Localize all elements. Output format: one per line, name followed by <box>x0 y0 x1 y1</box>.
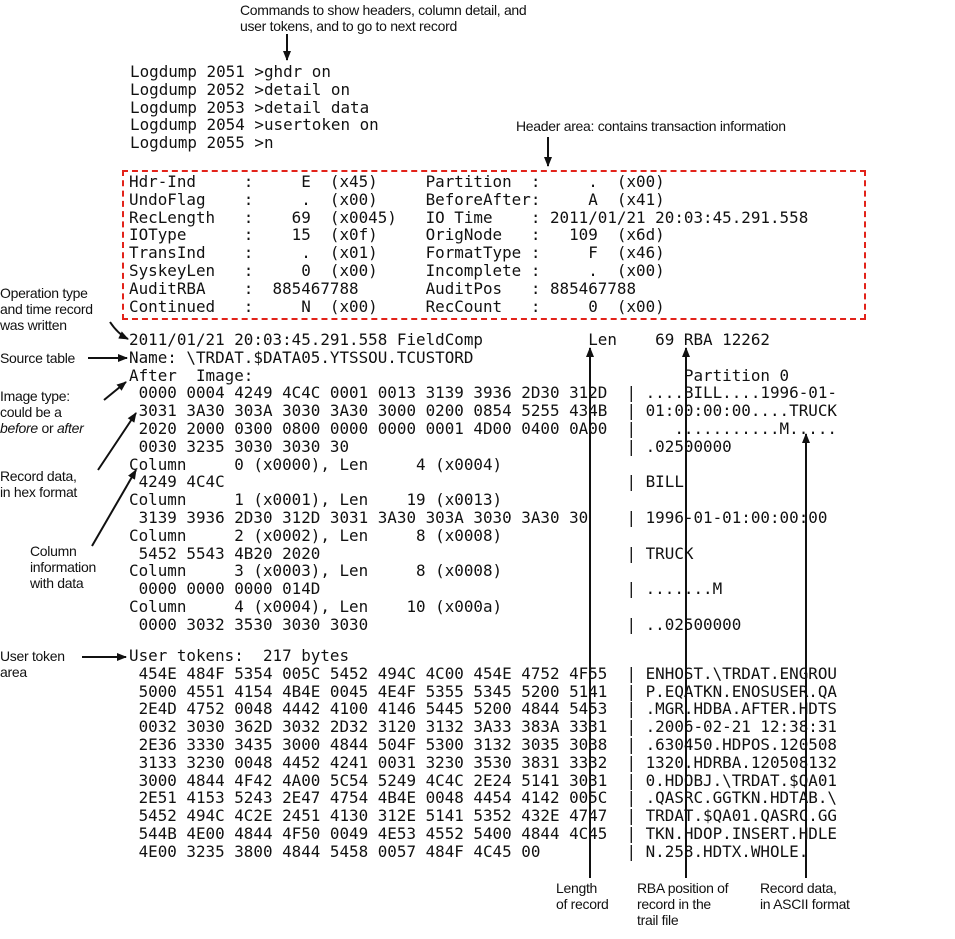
header-field-row: UndoFlag : . (x00) BeforeAfter: A (x41) <box>129 189 665 209</box>
record-line: Column 4 (x0004), Len 10 (x000a) <box>129 596 503 616</box>
command-line: Logdump 2055 >n <box>130 133 274 153</box>
record-line: After Image: Partition 0 <box>129 365 790 385</box>
record-line: 0030 3235 3030 3030 30 | .02500000 <box>129 436 732 456</box>
record-line: 5452 5543 4B20 2020 | TRUCK <box>129 543 694 563</box>
commands-note: Commands to show headers, column detail,… <box>240 2 527 34</box>
header-field-row: Hdr-Ind : E (x45) Partition : . (x00) <box>129 172 665 191</box>
source-table-note: Source table <box>0 350 76 366</box>
header-field-row: TransInd : . (x01) FormatType : F (x46) <box>129 243 665 263</box>
user-token-line: 3133 3230 0048 4452 4241 0031 3230 3530 … <box>129 752 837 772</box>
record-line: 2011/01/21 20:03:45.291.558 FieldComp Le… <box>129 330 770 349</box>
command-line: Logdump 2053 >detail data <box>130 97 370 117</box>
record-line: 2020 2000 0300 0800 0000 0000 0001 4D00 … <box>129 418 837 438</box>
record-line: Column 3 (x0003), Len 8 (x0008) <box>129 561 503 581</box>
user-tokens: User tokens: 217 bytes 454E 484F 5354 00… <box>129 647 837 861</box>
header-field-row: AuditRBA : 885467788 AuditPos : 88546778… <box>129 278 637 298</box>
record-detail: 2011/01/21 20:03:45.291.558 FieldComp Le… <box>129 331 837 634</box>
record-line: 0000 3032 3530 3030 3030 | ..02500000 <box>129 614 742 634</box>
user-token-line: 544B 4E00 4844 4F50 0049 4E53 4552 5400 … <box>129 823 837 843</box>
record-hex-note: Record data,in hex format <box>0 468 78 500</box>
header-field-row: Continued : N (x00) RecCount : 0 (x00) <box>129 296 665 316</box>
record-line: 4249 4C4C | BILL <box>129 472 684 492</box>
record-line: 3031 3A30 303A 3030 3A30 3000 0200 0854 … <box>129 401 837 421</box>
image-type-note: Image type:could be a before or after <box>0 388 84 436</box>
header-area-box <box>122 170 866 320</box>
header-field-row: RecLength : 69 (x0045) IO Time : 2011/01… <box>129 207 809 227</box>
header-fields: Hdr-Ind : E (x45) Partition : . (x00)Und… <box>129 173 808 315</box>
command-line: Logdump 2051 >ghdr on <box>130 62 331 81</box>
user-token-line: 454E 484F 5354 005C 5452 494C 4C00 454E … <box>129 663 837 683</box>
header-area-note: Header area: contains transaction inform… <box>516 118 786 134</box>
user-token-line: 2E51 4153 5243 2E47 4754 4B4E 0048 4454 … <box>129 788 837 808</box>
record-line: 0000 0000 0000 014D | .......M <box>129 579 723 599</box>
record-line: Name: \TRDAT.$DATA05.YTSSOU.TCUSTORD <box>129 347 474 367</box>
record-line: Column 2 (x0002), Len 8 (x0008) <box>129 525 503 545</box>
user-token-line: 0032 3030 362D 3032 2D32 3120 3132 3A33 … <box>129 717 837 737</box>
ascii-note: Record data,in ASCII format <box>760 880 850 912</box>
image-type-arrow <box>103 381 127 401</box>
header-field-row: SyskeyLen : 0 (x00) Incomplete : . (x00) <box>129 260 665 280</box>
command-line: Logdump 2054 >usertoken on <box>130 115 379 135</box>
record-line: Column 0 (x0000), Len 4 (x0004) <box>129 454 503 474</box>
user-token-line: User tokens: 217 bytes <box>129 646 350 665</box>
record-line: 3139 3936 2D30 312D 3031 3A30 303A 3030 … <box>129 507 828 527</box>
record-line: 0000 0004 4249 4C4C 0001 0013 3139 3936 … <box>129 383 837 403</box>
user-token-line: 2E4D 4752 0048 4442 4100 4146 5445 5200 … <box>129 699 837 719</box>
column-info-arrow <box>91 469 137 547</box>
operation-arrow <box>109 321 129 340</box>
command-line: Logdump 2052 >detail on <box>130 79 351 99</box>
user-token-line: 5452 494C 4C2E 2451 4130 312E 5141 5352 … <box>129 806 837 826</box>
header-field-row: IOType : 15 (x0f) OrigNode : 109 (x6d) <box>129 225 665 245</box>
user-token-line: 3000 4844 4F42 4A00 5C54 5249 4C4C 2E24 … <box>129 770 837 790</box>
record-hex-arrow <box>97 412 137 471</box>
user-token-line: 2E36 3330 3435 3000 4844 504F 5300 3132 … <box>129 734 837 754</box>
record-line: Column 1 (x0001), Len 19 (x0013) <box>129 490 503 510</box>
user-token-line: 5000 4551 4154 4B4E 0045 4E4F 5355 5345 … <box>129 681 837 701</box>
